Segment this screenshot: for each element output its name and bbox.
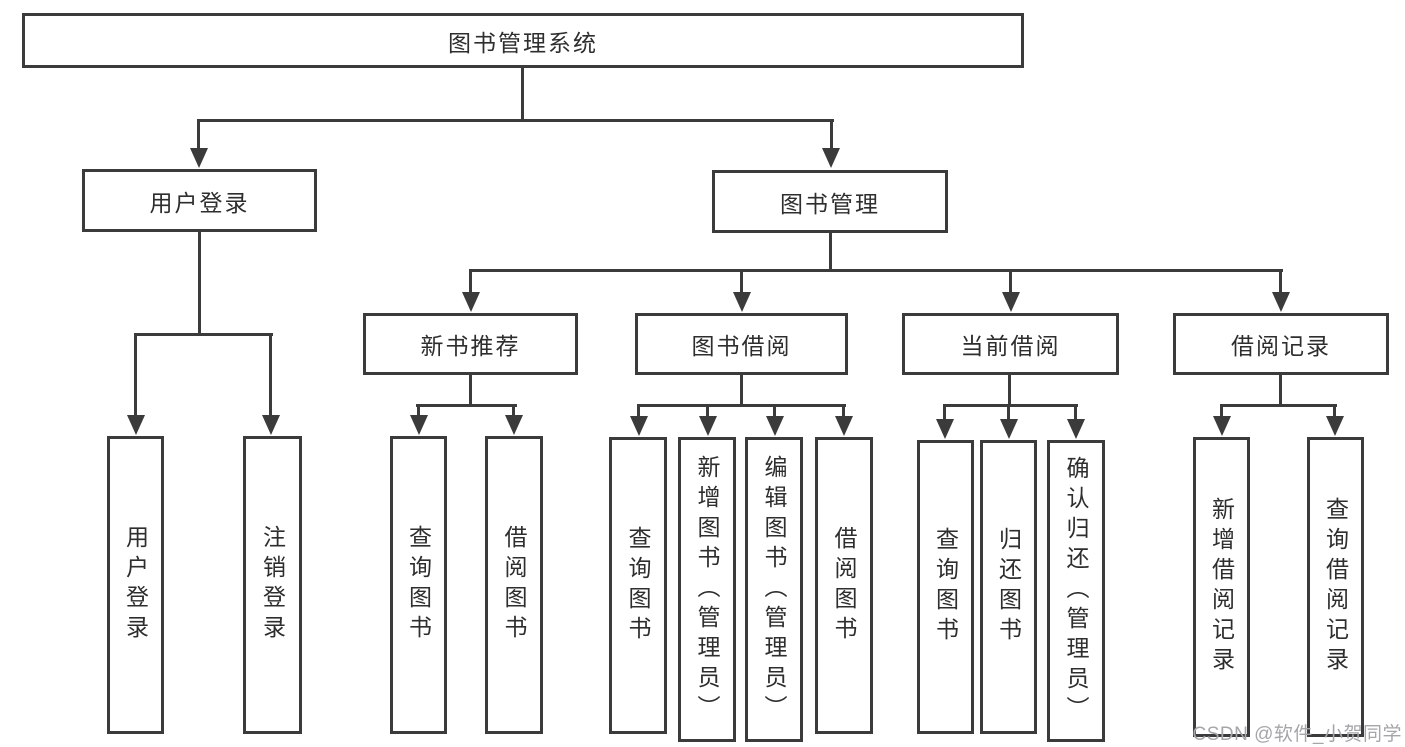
leaf-add-borrow-record: 新增借阅记录 [1193,437,1250,737]
leaf-query-books-recommend: 查询图书 [390,436,447,734]
leaf-add-book-admin: 新增图书（管理员） [678,437,736,742]
leaf-return-book: 归还图书 [980,440,1037,734]
connector-line [416,404,517,407]
leaf-borrow-books-recommend-label: 借阅图书 [501,525,527,645]
node-user-login: 用户登录 [82,169,317,232]
arrowhead-icon [1272,292,1290,312]
arrowhead-icon [1001,292,1020,312]
arrowhead-icon [190,148,208,168]
leaf-logout-label: 注销登录 [259,525,286,645]
connector-line [830,119,833,157]
connector-line [512,404,515,422]
connector-line [1007,404,1010,425]
connector-line [1009,269,1012,295]
leaf-logout: 注销登录 [243,436,302,734]
leaf-query-books-current-label: 查询图书 [932,527,959,647]
connector-line [469,375,472,406]
arrowhead-icon [461,292,480,312]
leaf-borrow-books-recommend: 借阅图书 [485,436,543,734]
connector-line [417,404,420,422]
leaf-return-book-label: 归还图书 [995,527,1022,647]
arrowhead-icon [409,415,428,435]
leaf-borrow-books-borrowing: 借阅图书 [815,437,873,734]
connector-line [1074,404,1077,425]
connector-line [197,119,200,157]
node-borrow-records-label: 借阅记录 [1231,333,1331,359]
arrowhead-icon [699,416,717,436]
connector-line [740,375,743,406]
connector-line [842,404,845,422]
connector-line [1279,375,1282,406]
connector-line [197,119,834,122]
arrowhead-icon [766,416,784,436]
connector-line [706,404,709,422]
leaf-user-login-label: 用户登录 [122,525,149,645]
leaf-borrow-books-borrowing-label: 借阅图书 [831,525,857,646]
connector-line [1279,269,1282,295]
leaf-add-borrow-record-label: 新增借阅记录 [1208,497,1235,677]
connector-line [943,404,1078,407]
leaf-query-borrow-record-label: 查询借阅记录 [1322,497,1349,677]
leaf-query-books-recommend-label: 查询图书 [405,525,432,645]
connector-line [1220,404,1223,422]
connector-line [469,269,472,295]
leaf-add-book-admin-label: 新增图书（管理员） [694,454,720,725]
arrowhead-icon [505,415,523,435]
connector-line [521,68,524,122]
arrowhead-icon [936,419,954,439]
arrowhead-icon [732,292,751,312]
connector-line [198,232,201,335]
connector-line [134,333,273,336]
arrowhead-icon [1067,419,1085,439]
connector-line [943,404,946,425]
leaf-query-borrow-record: 查询借阅记录 [1307,437,1364,737]
node-user-login-label: 用户登录 [149,189,250,216]
arrowhead-icon [262,415,280,435]
csdn-watermark: CSDN @软件_小贺同学 [1192,724,1402,745]
connector-line [829,233,832,271]
node-book-management-label: 图书管理 [780,190,880,217]
arrowhead-icon [127,415,145,435]
connector-line [1333,404,1336,422]
node-current-borrowing: 当前借阅 [902,313,1119,375]
arrowhead-icon [822,148,840,168]
connector-line [134,333,137,418]
node-root-label: 图书管理系统 [448,29,598,56]
node-borrow-records: 借阅记录 [1173,313,1389,375]
arrowhead-icon [1326,416,1344,436]
node-book-management: 图书管理 [712,170,948,233]
arrowhead-icon [1212,416,1231,436]
connector-line [469,269,1283,272]
connector-line [1220,404,1337,407]
arrowhead-icon [835,416,853,436]
leaf-confirm-return-admin: 确认归还（管理员） [1047,440,1105,742]
node-new-book-recommend: 新书推荐 [363,313,578,375]
connector-line [637,404,640,422]
connector-line [1008,375,1011,406]
leaf-query-books-borrowing: 查询图书 [609,437,667,734]
leaf-query-books-borrowing-label: 查询图书 [625,525,651,646]
leaf-edit-book-admin-label: 编辑图书（管理员） [761,454,787,725]
leaf-query-books-current: 查询图书 [917,440,974,734]
arrowhead-icon [630,416,648,436]
leaf-confirm-return-admin-label: 确认归还（管理员） [1063,456,1089,726]
node-root-library-system: 图书管理系统 [22,13,1024,68]
leaf-edit-book-admin: 编辑图书（管理员） [745,437,803,742]
connector-line [740,269,743,295]
node-book-borrowing: 图书借阅 [635,313,848,375]
node-current-borrowing-label: 当前借阅 [960,333,1061,359]
connector-line [637,404,846,407]
node-new-book-recommend-label: 新书推荐 [420,333,521,359]
connector-line [773,404,776,422]
leaf-user-login: 用户登录 [107,436,164,734]
arrowhead-icon [999,419,1018,439]
connector-line [269,333,272,418]
node-book-borrowing-label: 图书借阅 [691,333,792,359]
